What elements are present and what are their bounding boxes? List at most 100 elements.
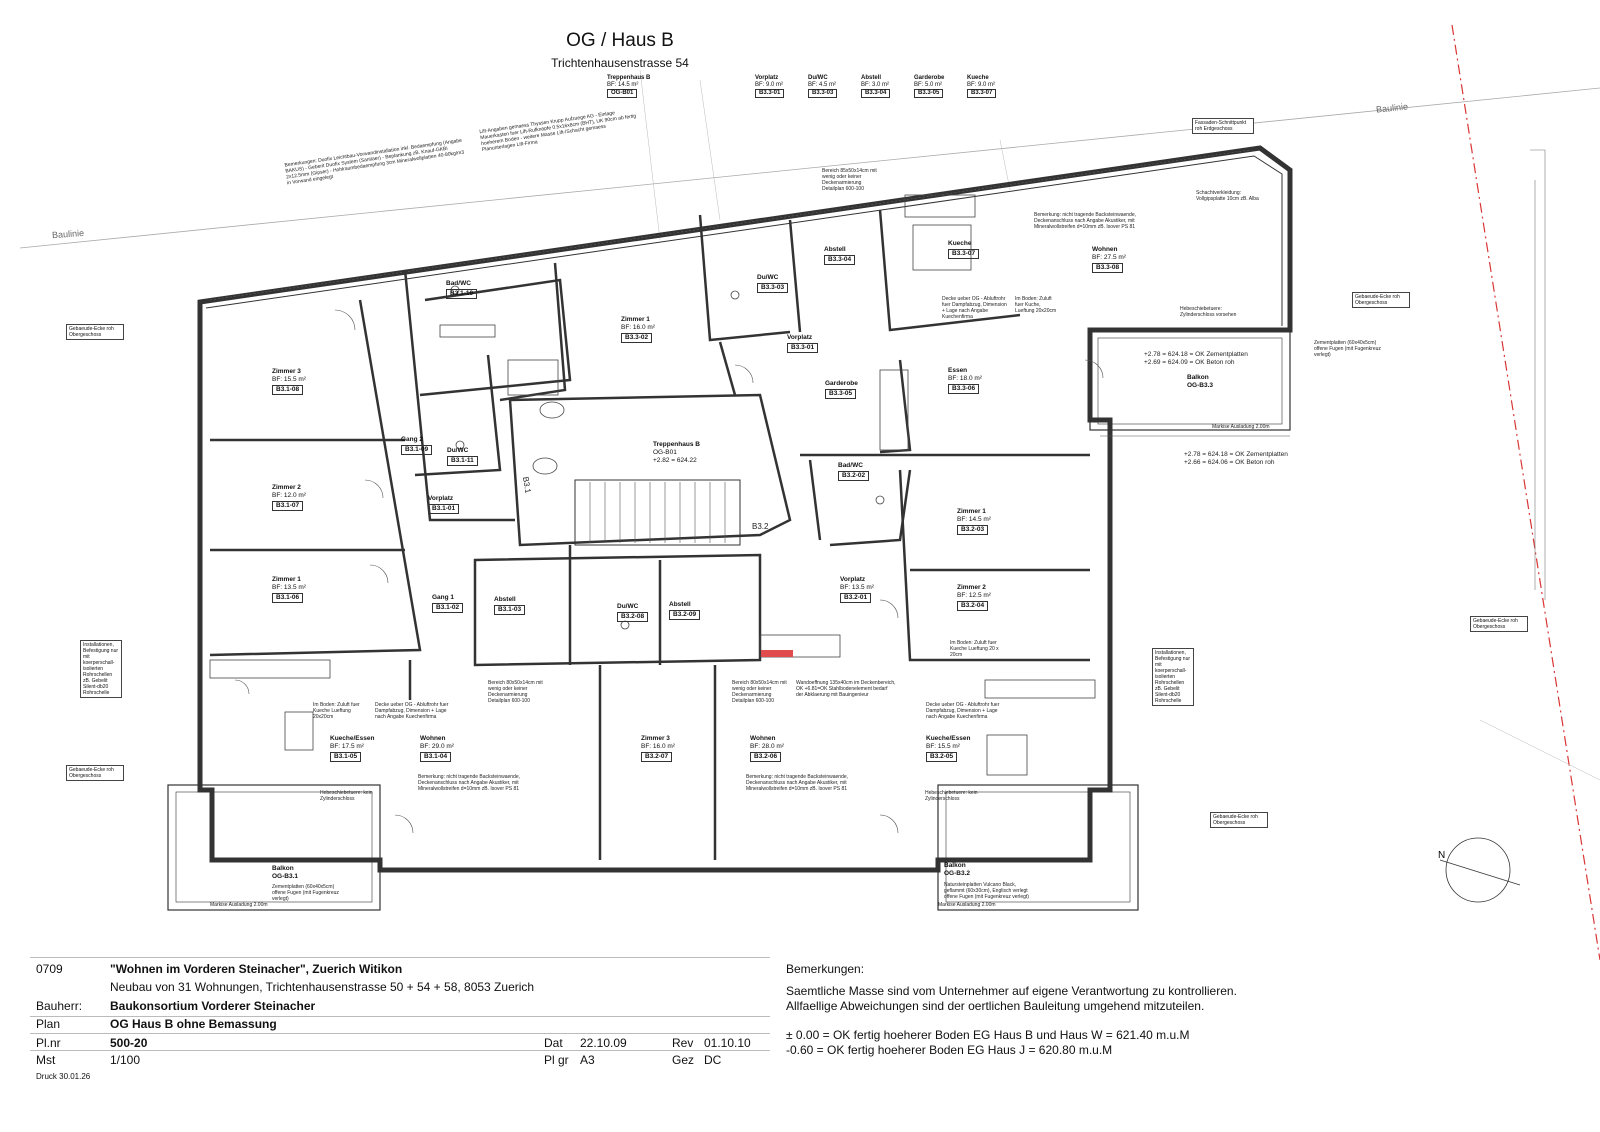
room-name: Abstell — [824, 246, 846, 253]
balcony-right — [937, 784, 1139, 911]
room-area: BF: 15.5 m² — [926, 743, 960, 750]
note-decke: Decke ueber OG - Abluftrohr fuer Dampfab… — [926, 702, 1000, 720]
schedule-name: Du/WC — [808, 75, 828, 81]
remarks-line: Allfaellige Abweichungen sind der oertli… — [786, 999, 1205, 1013]
room-name: Zimmer 1 — [272, 576, 301, 583]
remarks-line: -0.60 = OK fertig hoeherer Boden EG Haus… — [786, 1043, 1113, 1057]
bauherr-value: Baukonsortium Vorderer Steinacher — [110, 999, 316, 1013]
note-hebeschiebe: Hebeschiebetuere: Zylinderschloss vorseh… — [1180, 306, 1237, 318]
note-wohnen: Bemerkung: nicht tragende Backsteinwaend… — [746, 774, 849, 792]
note-hebeschiebe: Hebeschiebetuere: kein Zylinderschloss — [925, 790, 978, 802]
room-area: BF: 16.0 m² — [621, 324, 655, 331]
room-code: B3.3-03 — [757, 283, 789, 293]
callout: Gebaeude-Ecke roh Obergeschoss — [1352, 292, 1410, 308]
core-label: B3.2 — [752, 522, 769, 531]
project-number: 0709 — [36, 962, 63, 976]
schedule-bf: BF: 9.0 m² — [755, 82, 784, 88]
schedule-code: B3.3-03 — [808, 89, 838, 98]
note-decke: Decke ueber OG - Abluftrohr fuer Dampfab… — [942, 296, 1007, 320]
schedule-name: Vorplatz — [755, 75, 779, 81]
room-area: BF: 29.0 m² — [420, 743, 454, 750]
room-area: BF: 15.5 m² — [272, 376, 306, 383]
schedule-name: Treppenhaus B — [607, 75, 651, 81]
north-arrow — [1439, 837, 1521, 903]
room-name: Vorplatz — [787, 334, 813, 341]
mst-value: 1/100 — [110, 1053, 141, 1067]
room-name: Essen — [948, 367, 968, 374]
room-area: BF: 13.5 m² — [272, 584, 306, 591]
dat-label: Dat — [544, 1036, 563, 1050]
room-code: B3.1-11 — [447, 456, 478, 466]
room-label: Bad/WC B3.2-02 — [838, 462, 870, 481]
level-note: +2.69 = 624.09 = OK Beton roh — [1144, 359, 1235, 366]
note-balkon: Zementplatten (60x40x5cm) offene Fugen (… — [272, 884, 339, 902]
room-name: Bad/WC — [838, 462, 863, 469]
wall-hatch — [209, 149, 1251, 301]
room-code: B3.2-03 — [957, 525, 989, 535]
stair-treads — [589, 482, 726, 543]
gez-value: DC — [704, 1053, 722, 1067]
room-name: Kueche/Essen — [926, 735, 971, 742]
remarks-heading: Bemerkungen: — [786, 962, 865, 976]
baulinie-red-line — [1451, 24, 1600, 961]
schedule-item: Du/WC BF: 4.5 m² B3.3-03 — [808, 75, 838, 98]
room-name: Du/WC — [617, 603, 639, 610]
room-code: B3.1-08 — [272, 385, 304, 395]
room-name: Kueche/Essen — [330, 735, 375, 742]
level-note: +2.78 = 624.18 = OK Zementplatten — [1144, 351, 1248, 358]
room-name: Gang 2 — [401, 436, 424, 443]
balcony-top-right — [1089, 329, 1291, 431]
room-name: Kueche — [948, 240, 972, 247]
room-code: B3.3-04 — [824, 255, 856, 265]
room-name: Treppenhaus B — [653, 441, 700, 448]
fixtures — [209, 194, 1096, 776]
schedule-code: B3.3-04 — [861, 89, 891, 98]
plgr-label: Pl gr — [544, 1053, 569, 1067]
schedule-name: Kueche — [967, 75, 989, 81]
room-code: OG-B3.3 — [1187, 382, 1214, 389]
callout: Installationen, Befestigung nur mit koer… — [1152, 648, 1194, 706]
room-code: B3.2-06 — [750, 752, 782, 762]
room-name: Bad/WC — [446, 280, 471, 287]
dat-value: 22.10.09 — [580, 1036, 627, 1050]
room-code: B3.2-02 — [838, 471, 870, 481]
room-area: BF: 12.0 m² — [272, 492, 306, 499]
note-bereich: Bereich 85x50x14cm mit wenig oder keiner… — [822, 168, 877, 192]
callout: Gebaeude-Ecke roh Obergeschoss — [66, 324, 124, 340]
room-name: Abstell — [494, 596, 516, 603]
rev-value: 01.10.10 — [704, 1036, 751, 1050]
schedule-item: Vorplatz BF: 9.0 m² B3.3-01 — [755, 75, 785, 98]
note-boden: Im Boden: Zuluft fuer Kueche Lueftung 20… — [950, 640, 999, 658]
schedule-code: B3.3-05 — [914, 89, 944, 98]
room-code: OG-B3.1 — [272, 873, 299, 880]
schedule-code: B3.3-01 — [755, 89, 785, 98]
interior-walls — [209, 209, 1090, 860]
note-boden: Im Boden: Zuluft fuer Kueche Lueftung 20… — [313, 702, 360, 720]
room-code: B3.1-07 — [272, 501, 304, 511]
room-name: Zimmer 2 — [957, 584, 986, 591]
note-wohnen: Bemerkung: nicht tragende Backsteinwaend… — [418, 774, 521, 792]
room-area: BF: 27.5 m² — [1092, 254, 1126, 261]
room-name: Gang 1 — [432, 594, 455, 601]
door-swings — [234, 309, 1104, 834]
room-code: B3.3-05 — [825, 389, 857, 399]
schedule-item: Garderobe BF: 5.0 m² B3.3-05 — [914, 75, 944, 98]
room-code: B3.3-07 — [948, 249, 980, 259]
room-name: Wohnen — [1092, 246, 1118, 253]
plnr-label: Pl.nr — [36, 1036, 61, 1050]
